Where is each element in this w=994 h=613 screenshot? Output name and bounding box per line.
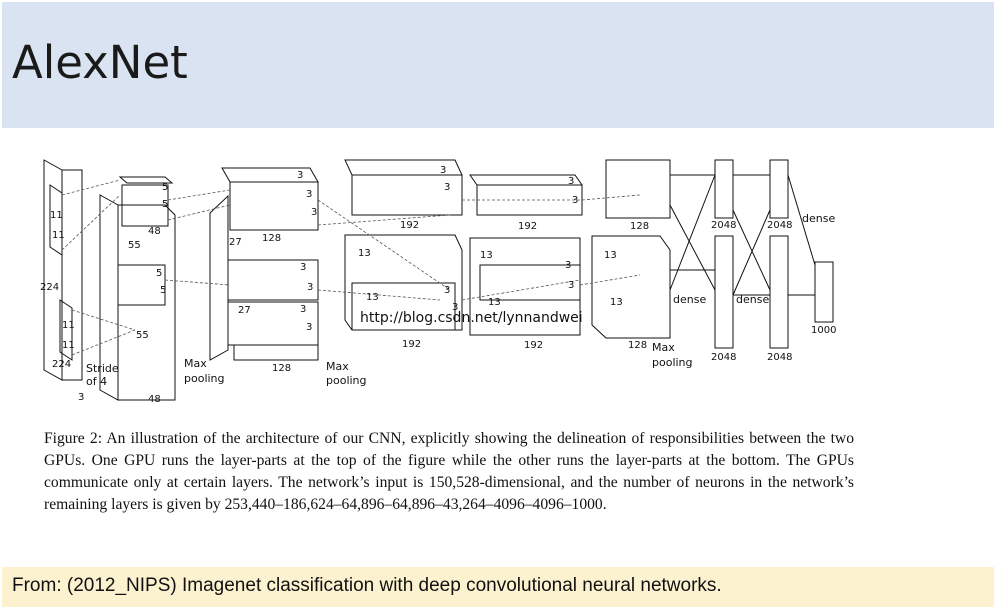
svg-text:128: 128	[630, 221, 649, 232]
svg-text:192: 192	[400, 220, 419, 231]
svg-text:55: 55	[136, 330, 149, 341]
svg-text:13: 13	[366, 292, 379, 303]
svg-text:11: 11	[62, 340, 75, 351]
svg-text:3: 3	[572, 195, 578, 206]
svg-text:3: 3	[300, 304, 306, 315]
svg-text:55: 55	[128, 240, 141, 251]
svg-text:2048: 2048	[711, 220, 736, 231]
svg-text:Max: Max	[184, 357, 207, 370]
svg-text:3: 3	[444, 182, 450, 193]
svg-text:5: 5	[162, 199, 168, 210]
input-block-side	[61, 169, 83, 381]
svg-text:3: 3	[297, 170, 303, 181]
input-dim-3: 3	[78, 392, 84, 403]
svg-text:128: 128	[272, 363, 291, 374]
svg-text:pooling: pooling	[184, 372, 225, 385]
svg-text:2048: 2048	[767, 352, 792, 363]
svg-text:13: 13	[488, 297, 501, 308]
svg-text:3: 3	[568, 176, 574, 187]
svg-text:2048: 2048	[767, 220, 792, 231]
alexnet-diagram: 224 224 3 11 11 11 11 Stride of 4 55 55 …	[40, 159, 836, 405]
svg-text:Max: Max	[326, 360, 349, 373]
svg-text:11: 11	[62, 320, 75, 331]
svg-text:pooling: pooling	[652, 356, 693, 369]
svg-text:3: 3	[452, 302, 458, 313]
svg-text:3: 3	[565, 260, 571, 271]
figure-caption: Figure 2: An illustration of the archite…	[44, 430, 854, 513]
svg-text:3: 3	[311, 207, 317, 218]
svg-text:of 4: of 4	[86, 375, 107, 388]
svg-text:13: 13	[604, 250, 617, 261]
svg-text:13: 13	[358, 248, 371, 259]
svg-text:11: 11	[50, 210, 63, 221]
svg-text:3: 3	[307, 282, 313, 293]
svg-text:3: 3	[300, 262, 306, 273]
svg-text:27: 27	[238, 305, 251, 316]
svg-text:dense: dense	[736, 293, 769, 306]
svg-text:128: 128	[628, 340, 647, 351]
svg-text:128: 128	[262, 233, 281, 244]
svg-text:5: 5	[160, 285, 166, 296]
svg-text:Max: Max	[652, 341, 675, 354]
title-bar: AlexNet	[2, 2, 994, 128]
svg-text:3: 3	[306, 322, 312, 333]
svg-text:13: 13	[610, 297, 623, 308]
svg-text:48: 48	[148, 394, 161, 405]
svg-text:dense: dense	[802, 212, 835, 225]
svg-text:192: 192	[524, 340, 543, 351]
svg-text:27: 27	[229, 237, 242, 248]
svg-text:192: 192	[402, 339, 421, 350]
source-citation: From: (2012_NIPS) Imagenet classificatio…	[12, 575, 722, 596]
svg-text:3: 3	[306, 189, 312, 200]
svg-text:192: 192	[518, 221, 537, 232]
page-title: AlexNet	[12, 36, 188, 89]
svg-text:11: 11	[52, 230, 65, 241]
svg-text:48: 48	[148, 226, 161, 237]
svg-text:5: 5	[162, 182, 168, 193]
input-dim-224b: 224	[52, 359, 71, 370]
svg-text:3: 3	[444, 285, 450, 296]
svg-text:http://blog.csdn.net/lynnandwe: http://blog.csdn.net/lynnandwei	[360, 310, 583, 326]
svg-text:3: 3	[568, 280, 574, 291]
svg-text:13: 13	[480, 250, 493, 261]
svg-text:5: 5	[156, 268, 162, 279]
svg-text:pooling: pooling	[326, 374, 367, 387]
svg-text:Stride: Stride	[86, 362, 119, 375]
input-block-face	[43, 159, 63, 381]
svg-text:1000: 1000	[811, 325, 836, 336]
svg-text:dense: dense	[673, 293, 706, 306]
source-bar: From: (2012_NIPS) Imagenet classificatio…	[2, 567, 994, 607]
svg-text:2048: 2048	[711, 352, 736, 363]
svg-text:3: 3	[440, 165, 446, 176]
input-dim-224: 224	[40, 282, 59, 293]
